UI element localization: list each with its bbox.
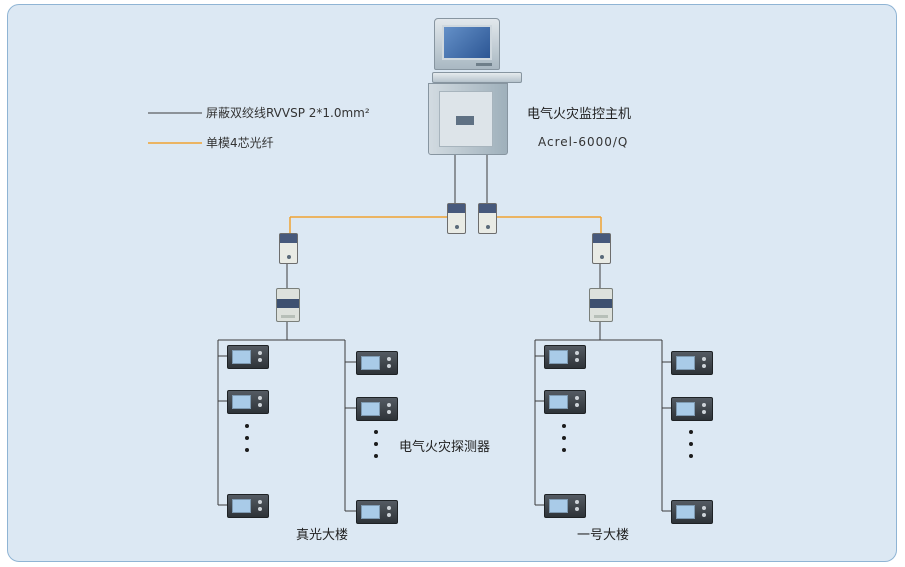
keyboard-tray: [432, 72, 522, 83]
fire-detector: [227, 494, 269, 518]
fiber-converter-right-branch: [592, 233, 611, 264]
fire-detector: [544, 494, 586, 518]
host-model: Acrel-6000/Q: [538, 135, 629, 149]
fire-detector: [671, 397, 713, 421]
fire-detector: [544, 390, 586, 414]
cabinet-body: [428, 83, 508, 155]
fire-detector: [227, 390, 269, 414]
fire-detector: [671, 500, 713, 524]
host-title: 电气火灾监控主机: [527, 107, 632, 122]
legend-fiber-label: 单模4芯光纤: [206, 136, 274, 150]
monitoring-host-cabinet: [418, 16, 522, 156]
ellipsis-more-detectors: [374, 430, 378, 458]
fire-detector: [544, 345, 586, 369]
ellipsis-more-detectors: [689, 430, 693, 458]
cabinet-door: [439, 91, 493, 147]
fiber-converter-left-branch: [279, 233, 298, 264]
detector-group-label: 电气火灾探测器: [399, 440, 491, 455]
ellipsis-more-detectors: [562, 424, 566, 452]
monitor-screen: [442, 25, 492, 60]
bus-module-left-branch: [276, 288, 300, 322]
host-monitor: [434, 18, 500, 70]
building-label-right: 一号大楼: [577, 528, 630, 543]
fire-detector: [356, 351, 398, 375]
fiber-converter-host-left: [447, 203, 466, 234]
fire-detector: [356, 500, 398, 524]
bus-module-right-branch: [589, 288, 613, 322]
ellipsis-more-detectors: [245, 424, 249, 452]
fire-detector: [227, 345, 269, 369]
fire-detector: [671, 351, 713, 375]
fire-detector: [356, 397, 398, 421]
building-label-left: 真光大楼: [296, 528, 349, 543]
legend-rvvsp-label: 屏蔽双绞线RVVSP 2*1.0mm²: [206, 106, 370, 120]
fiber-converter-host-right: [478, 203, 497, 234]
